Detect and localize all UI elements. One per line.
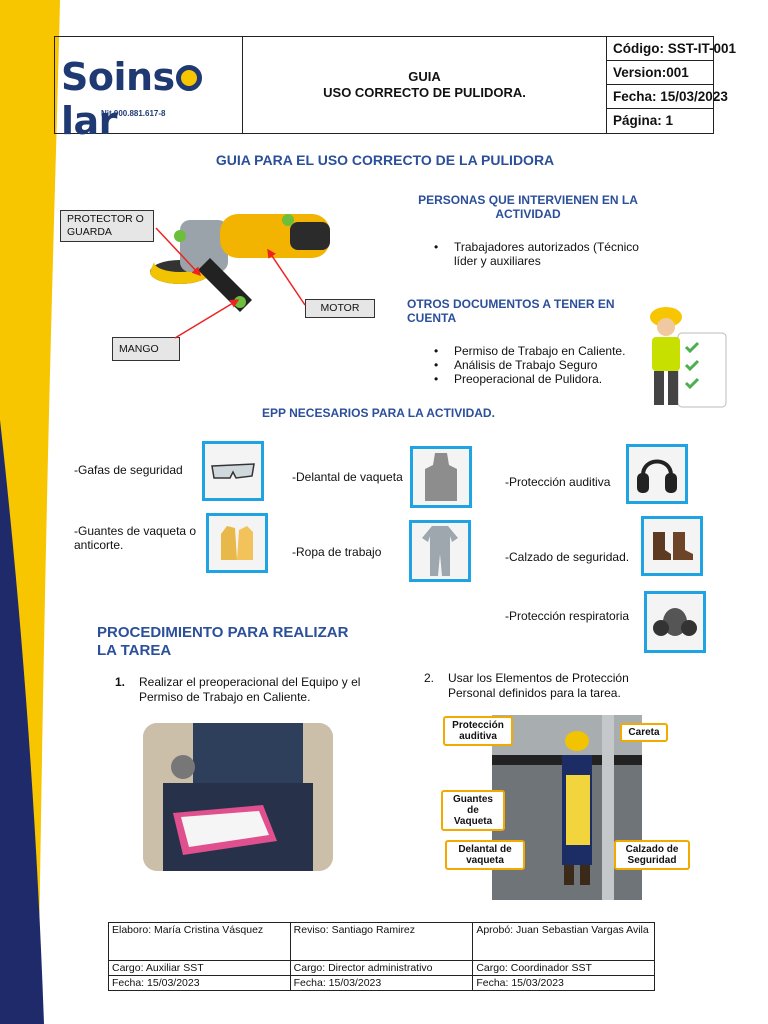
safety-glasses-image bbox=[202, 441, 264, 501]
main-title: GUIA PARA EL USO CORRECTO DE LA PULIDORA bbox=[215, 152, 555, 168]
ear-muffs-image bbox=[626, 444, 688, 504]
protector-callout: PROTECTOR O GUARDA bbox=[60, 210, 154, 242]
tag-guantes: Guantes de Vaqueta bbox=[441, 790, 505, 831]
tag-calzado: Calzado de Seguridad bbox=[614, 840, 690, 870]
respirator-icon bbox=[653, 608, 697, 636]
step-text: Realizar el preoperacional del Equipo y … bbox=[139, 675, 361, 704]
cargo-cell: Cargo: Auxiliar SST bbox=[108, 960, 291, 976]
fecha-cell: Fecha: 15/03/2023 bbox=[607, 85, 728, 109]
tag-careta: Careta bbox=[620, 723, 668, 742]
leather-gloves-image bbox=[206, 513, 268, 573]
fecha-cell: Fecha: 15/03/2023 bbox=[108, 975, 291, 991]
epp-delantal-label: -Delantal de vaqueta bbox=[292, 470, 403, 484]
reviso-cell: Reviso: Santiago Ramirez bbox=[289, 922, 474, 961]
personas-list: Trabajadores autorizados (Técnico líder … bbox=[428, 240, 658, 268]
personas-heading: PERSONAS QUE INTERVIENEN EN LA ACTIVIDAD bbox=[418, 193, 638, 221]
fecha-cell: Fecha: 15/03/2023 bbox=[289, 975, 474, 991]
pagina-cell: Página: 1 bbox=[613, 113, 674, 128]
epp-calzado-label: -Calzado de seguridad. bbox=[505, 550, 630, 564]
boots-icon bbox=[653, 532, 693, 560]
otros-documentos-list: Permiso de Trabajo en Caliente. Análisis… bbox=[428, 344, 648, 386]
epp-auditiva-label: -Protección auditiva bbox=[505, 475, 611, 489]
document-title: GUIA USO CORRECTO DE PULIDORA. bbox=[243, 37, 607, 133]
cargo-cell: Cargo: Director administrativo bbox=[289, 960, 474, 976]
title-line-1: GUIA bbox=[408, 69, 441, 84]
fecha-cell: Fecha: 15/03/2023 bbox=[472, 975, 655, 991]
epp-ropa-label: -Ropa de trabajo bbox=[292, 545, 382, 559]
otros-documentos-heading: OTROS DOCUMENTOS A TENER EN CUENTA bbox=[407, 297, 615, 325]
list-item: Trabajadores autorizados (Técnico líder … bbox=[428, 240, 658, 268]
version-cell: Version:001 bbox=[607, 61, 713, 85]
company-nit: Nit 900.881.617-8 bbox=[101, 109, 166, 118]
list-item: Preoperacional de Pulidora. bbox=[428, 372, 648, 386]
approval-table: Elaboro: María Cristina Vásquez Reviso: … bbox=[108, 922, 655, 991]
motor-callout: MOTOR bbox=[305, 299, 375, 318]
apron-icon bbox=[425, 453, 457, 501]
logo-cell: Soinslar Nit 900.881.617-8 bbox=[55, 37, 243, 143]
respirator-image bbox=[644, 591, 706, 653]
safety-boots-image bbox=[641, 516, 703, 576]
epp-heading: EPP NECESARIOS PARA LA ACTIVIDAD. bbox=[262, 406, 495, 420]
coverall-icon bbox=[422, 526, 458, 576]
work-clothes-image bbox=[409, 520, 471, 582]
preoperational-photo bbox=[143, 723, 333, 871]
epp-guantes-label: -Guantes de vaqueta o anticorte. bbox=[74, 524, 197, 552]
step-number: 2. bbox=[424, 671, 435, 685]
sun-logo-icon bbox=[175, 65, 202, 91]
company-logo: Soinslar bbox=[61, 55, 242, 143]
safety-glasses-icon bbox=[211, 463, 255, 479]
title-line-2: USO CORRECTO DE PULIDORA. bbox=[323, 85, 526, 100]
list-item: Análisis de Trabajo Seguro bbox=[428, 358, 648, 372]
mango-callout: MANGO bbox=[112, 337, 180, 361]
document-header: Soinslar Nit 900.881.617-8 GUIA USO CORR… bbox=[54, 36, 736, 143]
step-number: 1. bbox=[115, 675, 126, 689]
procedure-heading: PROCEDIMIENTO PARA REALIZAR LA TAREA bbox=[97, 624, 349, 659]
ppe-worker-photo bbox=[492, 715, 642, 900]
elaboro-cell: Elaboro: María Cristina Vásquez bbox=[108, 922, 291, 961]
list-item: Permiso de Trabajo en Caliente. bbox=[428, 344, 648, 358]
cargo-cell: Cargo: Coordinador SST bbox=[472, 960, 655, 976]
epp-gafas-label: -Gafas de seguridad bbox=[74, 463, 183, 477]
leather-apron-image bbox=[410, 446, 472, 508]
ear-muffs-icon bbox=[637, 459, 677, 493]
gloves-icon bbox=[221, 526, 253, 560]
epp-respiratoria-label: -Protección respiratoria bbox=[505, 609, 630, 623]
tag-delantal: Delantal de vaqueta bbox=[445, 840, 525, 870]
aprobo-cell: Aprobó: Juan Sebastian Vargas Avila bbox=[472, 922, 655, 961]
tag-proteccion-auditiva: Protección auditiva bbox=[443, 716, 513, 746]
step-text: Usar los Elementos de Protección Persona… bbox=[448, 671, 629, 700]
worker-checklist-image bbox=[650, 307, 727, 408]
codigo-cell: Código: SST-IT-001 bbox=[607, 37, 736, 61]
